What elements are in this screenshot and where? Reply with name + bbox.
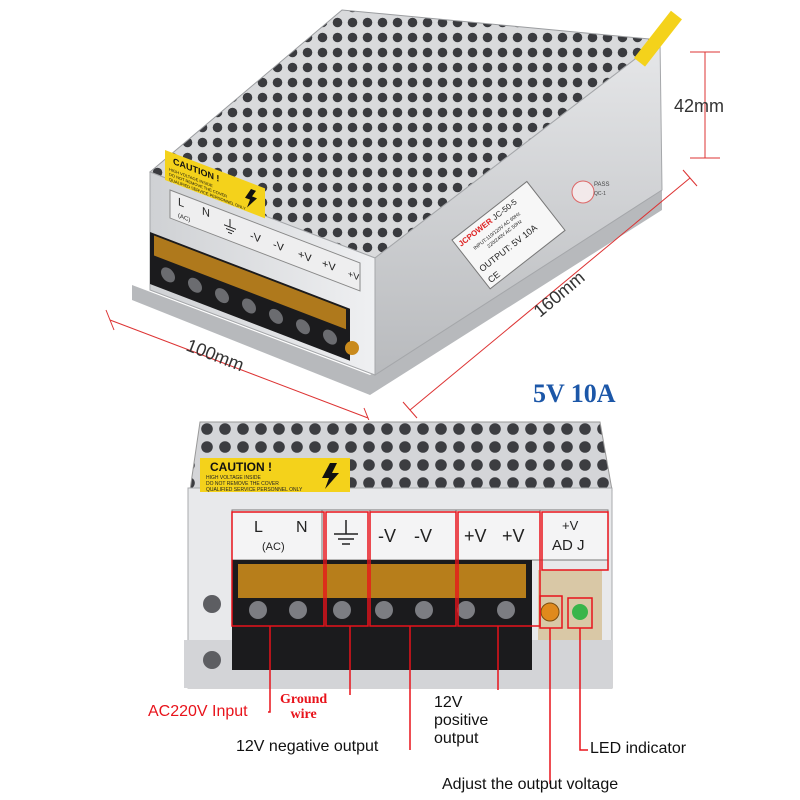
side-sticker (634, 10, 682, 67)
lightning-icon (245, 189, 257, 208)
terminal-adj-bottom-label: AD J (552, 537, 585, 554)
svg-text:QC-1: QC-1 (594, 191, 606, 197)
caution-title-front: CAUTION ! (210, 460, 272, 474)
svg-text:L: L (178, 196, 184, 210)
top-product-view: CAUTION ! HIGH VOLTAGE INSIDE DO NOT REM… (105, 9, 724, 420)
callout-positive-output: 12V positive output (434, 694, 489, 747)
terminal-ac-label: (AC) (262, 541, 285, 553)
terminal-pos2-label: +V (502, 526, 525, 546)
terminal-adj-top-label: +V (562, 518, 579, 533)
dimension-height-label: 42mm (674, 96, 724, 116)
terminal-l-label: L (254, 519, 263, 536)
adjust-potentiometer-top (345, 341, 359, 355)
base-plate (132, 190, 662, 395)
callout-ac-input: AC220V Input (148, 703, 248, 720)
svg-text:-V: -V (273, 239, 284, 255)
box-negative (369, 511, 457, 627)
box-ac-input (231, 511, 325, 627)
led-indicator-light (572, 604, 588, 620)
svg-text:QUALIFIED SERVICE PERSONNEL ON: QUALIFIED SERVICE PERSONNEL ONLY (206, 487, 303, 493)
svg-text:N: N (202, 206, 210, 221)
caution-sticker-front: CAUTION ! HIGH VOLTAGE INSIDE DO NOT REM… (200, 458, 350, 493)
terminal-neg2-label: -V (414, 526, 432, 546)
rating-text: 5V 10A (533, 379, 616, 408)
terminal-labels-top: L (AC) N -V -V +V +V +V (169, 189, 361, 292)
box-potentiometer (539, 595, 563, 629)
box-ground (325, 511, 369, 627)
front-label-panel (231, 509, 609, 561)
box-adj-label (541, 511, 609, 571)
dimension-height (690, 51, 720, 159)
callout-led-indicator: LED indicator (590, 740, 687, 757)
leader-lines (268, 626, 588, 784)
callout-negative-output: 12V negative output (236, 738, 379, 755)
terminal-block-top (150, 232, 350, 361)
svg-text:PASS: PASS (594, 182, 610, 188)
caution-sticker-top: CAUTION ! HIGH VOLTAGE INSIDE DO NOT REM… (165, 150, 265, 219)
svg-text:+V: +V (348, 269, 360, 283)
terminal-cover (238, 564, 526, 598)
box-positive (457, 511, 541, 627)
terminal-screws (249, 601, 515, 619)
svg-text:HIGH VOLTAGE INSIDE: HIGH VOLTAGE INSIDE (206, 475, 261, 481)
pass-sticker: PASS QC-1 (571, 180, 610, 204)
mount-screw-bottom (203, 651, 221, 669)
callout-adjust-voltage: Adjust the output voltage (442, 776, 619, 793)
svg-text:+V: +V (322, 258, 336, 275)
ground-symbol-icon (224, 218, 236, 235)
callout-ground: Ground wire (280, 692, 328, 722)
dimension-length (402, 169, 698, 419)
svg-text:-V: -V (250, 230, 261, 246)
ground-symbol-front-icon (334, 520, 358, 545)
adjust-potentiometer (540, 602, 560, 622)
svg-text:(AC): (AC) (178, 212, 190, 223)
dimension-width (105, 309, 370, 420)
mount-screw-left (203, 595, 221, 613)
svg-text:DO NOT REMOVE THE COVER: DO NOT REMOVE THE COVER (206, 481, 279, 487)
lightning-icon-front (322, 463, 339, 489)
terminal-pos1-label: +V (464, 526, 487, 546)
terminal-n-label: N (296, 519, 308, 536)
terminal-neg1-label: -V (378, 526, 396, 546)
svg-text:+V: +V (298, 248, 312, 265)
front-closeup-view: CAUTION ! HIGH VOLTAGE INSIDE DO NOT REM… (184, 421, 613, 784)
